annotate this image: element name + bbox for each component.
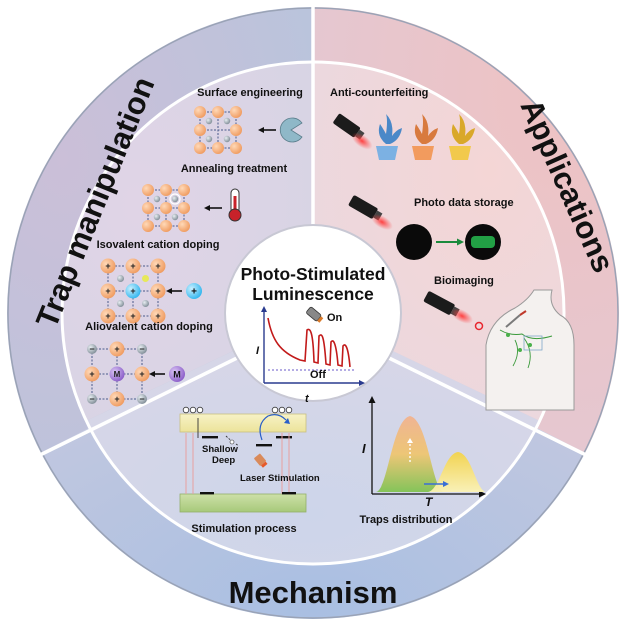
surface-lattice — [194, 106, 242, 154]
svg-text:+: + — [130, 261, 135, 271]
aliovalent-lattice: − − − − + + + + M — [84, 341, 150, 407]
annealing-lattice — [142, 184, 190, 232]
bioimaging-label: Bioimaging — [434, 275, 494, 287]
svg-text:+: + — [89, 369, 94, 379]
center-title-line1: Photo-Stimulated — [241, 264, 386, 284]
data-disk-icon — [396, 224, 432, 260]
center-plot: I t On Off — [256, 306, 365, 405]
plant-pots-icon — [376, 114, 475, 160]
m-ion-icon: M — [169, 366, 185, 382]
svg-text:+: + — [155, 261, 160, 271]
svg-text:+: + — [114, 394, 119, 404]
svg-text:M: M — [114, 370, 121, 379]
stimulation-process-label: Stimulation process — [191, 523, 296, 535]
deep-label: Deep — [212, 455, 235, 466]
photo-data-storage-label: Photo data storage — [414, 197, 514, 209]
surface-engineering-label: Surface engineering — [197, 87, 303, 99]
pac-man-icon — [279, 117, 303, 143]
aliovalent-label: Aliovalent cation doping — [85, 321, 213, 333]
stimulation-laser-icon — [254, 453, 268, 468]
human-body-icon — [485, 289, 575, 411]
svg-text:+: + — [191, 287, 197, 298]
mini-laser-icon — [306, 306, 324, 323]
decay-curve — [267, 317, 351, 368]
traps-y-label: I — [362, 441, 366, 456]
annealing-label: Annealing treatment — [181, 163, 288, 175]
center-panel: Photo-Stimulated Luminescence I t On Off — [224, 224, 402, 405]
traps-distribution-label: Traps distribution — [360, 514, 453, 526]
svg-text:+: + — [105, 286, 110, 296]
center-x-label: t — [305, 393, 310, 405]
mechanism-panel: Shallow Deep Laser Stimulation Stimulati… — [179, 396, 486, 535]
on-label: On — [327, 312, 343, 324]
shallow-label: Shallow — [202, 444, 239, 455]
plus-ion-icon: + — [186, 283, 202, 299]
trap-manipulation-panel: Surface engineering Annealing treatment — [84, 87, 303, 407]
traps-distribution-plot: I T — [362, 396, 486, 509]
svg-text:+: + — [130, 286, 135, 296]
svg-text:+: + — [105, 261, 110, 271]
svg-text:+: + — [114, 344, 119, 354]
svg-text:−: − — [89, 394, 94, 404]
trap-peak-deep — [428, 452, 486, 492]
conduction-band — [179, 413, 307, 433]
svg-text:+: + — [139, 369, 144, 379]
svg-text:+: + — [130, 311, 135, 321]
svg-text:+: + — [155, 311, 160, 321]
laser-stimulation-label: Laser Stimulation — [240, 473, 320, 484]
svg-text:−: − — [139, 394, 144, 404]
off-label: Off — [310, 369, 326, 381]
svg-text:M: M — [173, 370, 181, 380]
valence-band — [179, 493, 307, 513]
traps-x-label: T — [425, 495, 434, 509]
svg-text:+: + — [105, 311, 110, 321]
center-title-line2: Luminescence — [252, 284, 374, 304]
mechanism-title: Mechanism — [229, 575, 398, 610]
svg-text:+: + — [155, 286, 160, 296]
anti-counterfeiting-label: Anti-counterfeiting — [330, 87, 428, 99]
applications-panel: Anti-counterfeiting Photo data storage — [330, 87, 575, 411]
center-y-label: I — [256, 345, 260, 357]
isovalent-label: Isovalent cation doping — [97, 239, 220, 251]
svg-text:−: − — [139, 344, 144, 354]
data-disk-glow — [465, 224, 501, 260]
isovalent-lattice: + + + + + + + + + — [100, 258, 166, 324]
thermometer-icon — [228, 188, 242, 222]
stimulation-diagram: Shallow Deep Laser Stimulation — [179, 406, 320, 513]
svg-text:−: − — [89, 344, 94, 354]
